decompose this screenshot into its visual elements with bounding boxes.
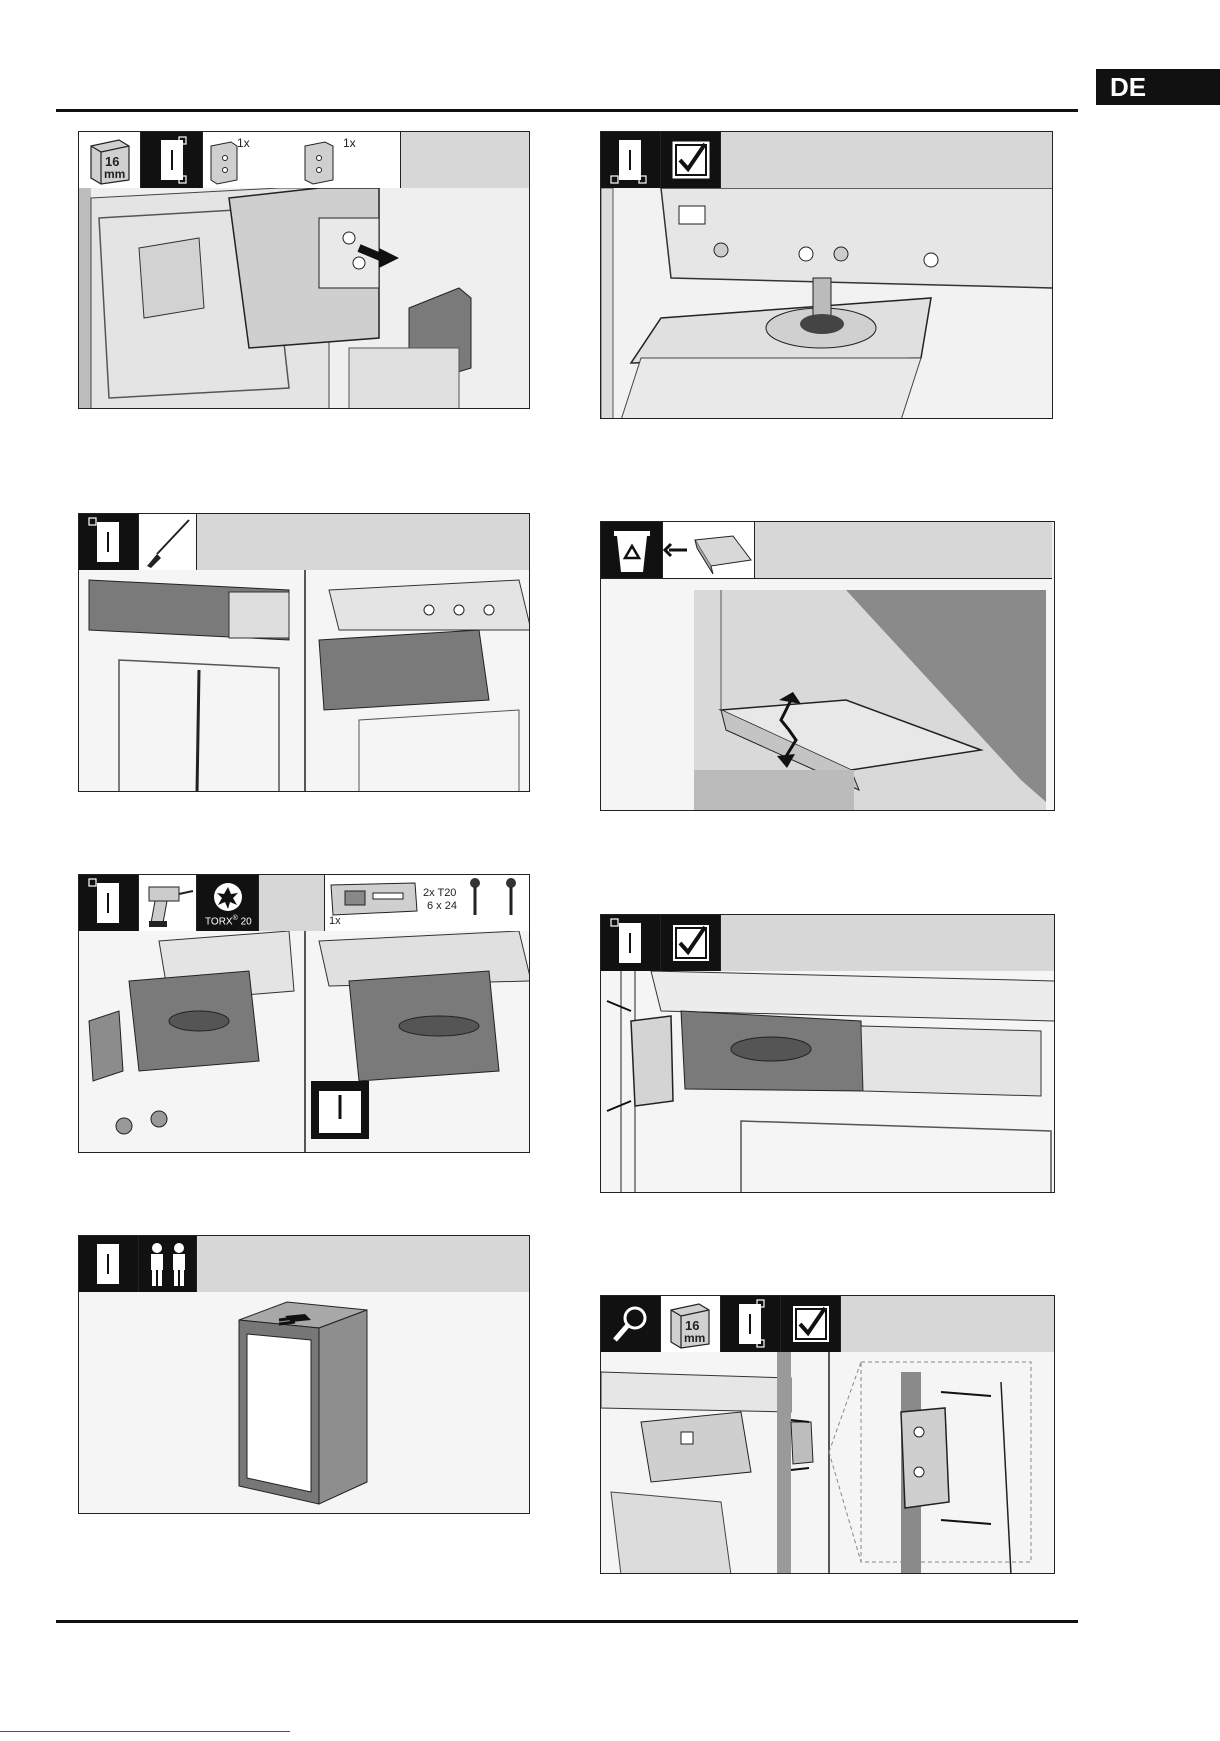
mount-bracket-svg [79, 931, 530, 1153]
torx-text: TORX [205, 916, 233, 927]
gap-icon-cell: 16 mm [79, 132, 141, 188]
screw-spec-line1: 2x T20 [423, 887, 456, 899]
door-icon-cell [79, 875, 139, 931]
step-header: 16 mm 1x 1x [79, 132, 529, 189]
magnifier-icon-cell [601, 1296, 661, 1352]
door-icon-cell [79, 514, 139, 570]
door-corner-icon [601, 915, 661, 971]
gap-icon-cell: 16 mm [661, 1296, 721, 1352]
remove-cover-illustration [79, 570, 529, 791]
checkmark-icon [661, 915, 721, 971]
top-check-illustration [601, 188, 1052, 418]
door-corner-icon [79, 514, 139, 570]
bracket-check-illustration [601, 971, 1054, 1192]
footer-line [0, 1731, 290, 1732]
door-icon-cell [601, 915, 661, 971]
parts-cell: 1x 1x [203, 132, 401, 188]
torx-size: 20 [241, 916, 252, 927]
hinge-illustration-svg [79, 188, 530, 409]
screwdriver-icon [139, 514, 197, 570]
hinge-cover-illustration [79, 188, 529, 408]
part-b-quantity: 1x [343, 136, 356, 150]
two-person-illustration [79, 1292, 529, 1513]
checkmark-icon [661, 132, 721, 188]
step-header: 16 mm [601, 1296, 1054, 1353]
door-corner-icon [141, 132, 203, 188]
step-mount-bracket: TORX® 20 2x T20 6 x 24 1x [78, 874, 530, 1153]
two-persons-icon [139, 1236, 197, 1292]
step-header [601, 915, 1054, 972]
screwdriver-icon-cell [139, 514, 197, 570]
door-icon-cell [141, 132, 203, 188]
door-corner-icon [79, 875, 139, 931]
door-icon-cell [601, 132, 661, 188]
door-corner-icon [721, 1296, 781, 1352]
step-final-check: 16 mm [600, 1295, 1055, 1574]
final-check-svg [601, 1352, 1055, 1574]
remove-cover-svg [79, 570, 530, 792]
appliance-box-svg [79, 1292, 530, 1514]
drill-icon-cell [139, 875, 197, 931]
bracket-check-svg [601, 971, 1055, 1193]
bottom-rule [56, 1620, 1078, 1623]
language-tab: DE [1096, 69, 1220, 105]
check-icon-cell [781, 1296, 841, 1352]
part-a-quantity: 1x [237, 136, 250, 150]
door-corner-icon [601, 132, 661, 188]
step-header [79, 514, 529, 571]
step-hinge-cover: 16 mm 1x 1x [78, 131, 530, 409]
panel-part-cell [663, 522, 755, 578]
checkmark-icon [781, 1296, 841, 1352]
step-header: TORX® 20 2x T20 6 x 24 1x [79, 875, 529, 932]
torx-registered: ® [233, 915, 238, 922]
torx-label: TORX® 20 [205, 915, 252, 927]
cordless-drill-icon [139, 875, 197, 931]
hinge-cover-parts-icon [203, 132, 401, 188]
bracket-parts-cell: 2x T20 6 x 24 1x [325, 875, 530, 931]
door-corner-icon [79, 1236, 139, 1292]
check-icon-cell [661, 132, 721, 188]
bracket-quantity: 1x [329, 915, 341, 927]
magnifier-icon [601, 1296, 661, 1352]
step-two-person [78, 1235, 530, 1514]
final-check-illustration [601, 1352, 1054, 1573]
step-top-check [600, 131, 1053, 419]
gap-unit: mm [104, 167, 125, 181]
recycle-panel-illustration [601, 580, 1054, 810]
recycle-panel-svg [601, 580, 1055, 811]
top-check-svg [601, 188, 1053, 419]
torx-icon-cell: TORX® 20 [197, 875, 259, 931]
step-recycle-panel [600, 521, 1055, 811]
header-spacer [259, 875, 325, 931]
door-icon-cell [79, 1236, 139, 1292]
check-icon-cell [661, 915, 721, 971]
step-remove-cover [78, 513, 530, 792]
door-icon-cell [721, 1296, 781, 1352]
recycle-icon-cell [601, 522, 663, 578]
screw-spec-line2: 6 x 24 [427, 900, 457, 912]
step-bracket-check [600, 914, 1055, 1193]
recycle-bin-icon [601, 522, 663, 578]
gap-unit: mm [684, 1331, 705, 1345]
two-person-icon-cell [139, 1236, 197, 1292]
mount-bracket-illustration [79, 931, 529, 1152]
step-header [601, 522, 1052, 579]
top-rule [56, 109, 1078, 112]
step-header [79, 1236, 529, 1293]
step-header [601, 132, 1052, 189]
floor-panel-icon [663, 522, 755, 578]
